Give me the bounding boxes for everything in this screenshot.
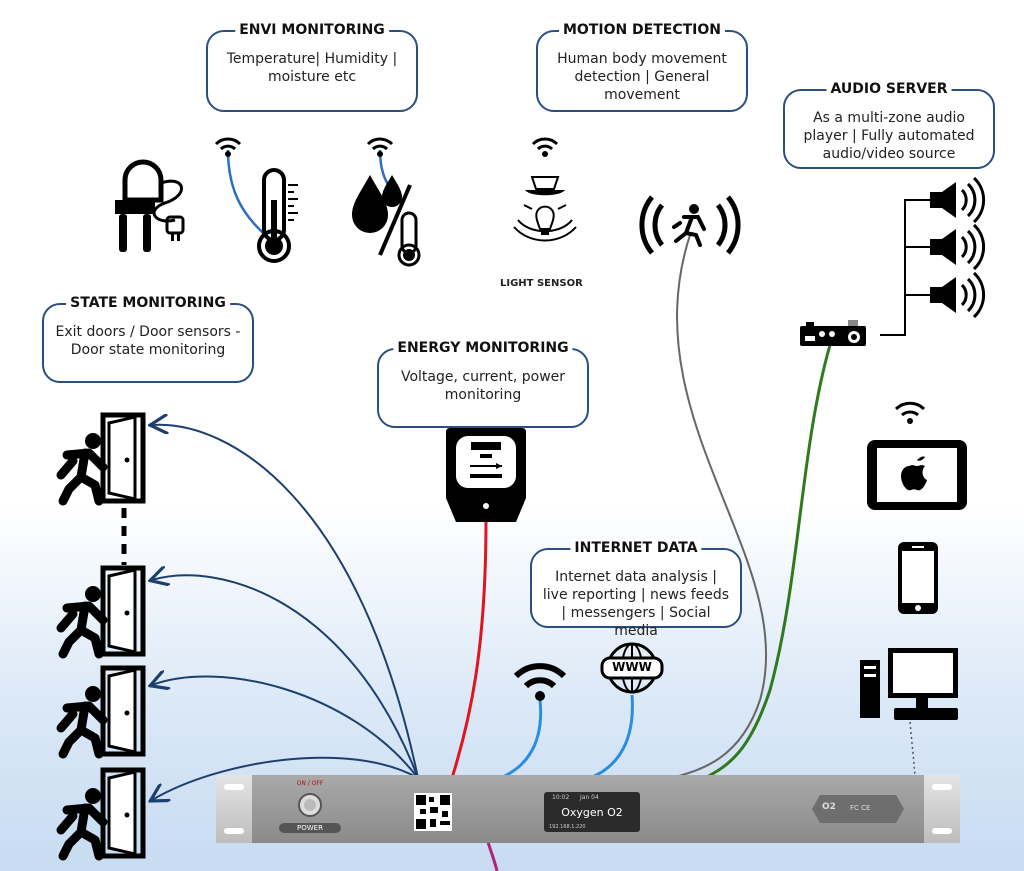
door-person-icon bbox=[56, 565, 146, 659]
audio-text: As a multi-zone audio player | Fully aut… bbox=[803, 110, 975, 162]
internet-text: Internet data analysis | live reporting … bbox=[542, 569, 730, 639]
state-box: STATE MONITORING Exit doors / Door senso… bbox=[42, 294, 254, 383]
energy-box: ENERGY MONITORING Voltage, current, powe… bbox=[377, 339, 589, 428]
state-text: Exit doors / Door sensors - Door state m… bbox=[55, 324, 241, 358]
energy-text: Voltage, current, power monitoring bbox=[400, 369, 566, 403]
motion-link bbox=[671, 234, 768, 779]
energy-title: ENERGY MONITORING bbox=[393, 339, 573, 357]
oxygen-rack-device: ON / OFF POWER 10:02 Jan 04 Oxygen O2 19… bbox=[216, 775, 960, 843]
badge-text: O2 bbox=[822, 802, 836, 812]
rack-graphic bbox=[216, 775, 960, 843]
audio-box: AUDIO SERVER As a multi-zone audio playe… bbox=[783, 80, 995, 169]
door-link-1 bbox=[152, 425, 419, 779]
envi-title: ENVI MONITORING bbox=[235, 21, 389, 39]
envi-text: Temperature| Humidity | moisture etc bbox=[226, 51, 398, 85]
audio-link bbox=[704, 344, 832, 780]
envi-box: ENVI MONITORING Temperature| Humidity | … bbox=[206, 21, 418, 112]
www-label: WWW bbox=[612, 660, 652, 674]
cert-text: FC CE bbox=[850, 804, 871, 812]
screen-date: Jan 04 bbox=[580, 794, 599, 801]
power-label: POWER bbox=[297, 824, 323, 832]
computer-link bbox=[909, 721, 916, 779]
energy-link bbox=[450, 519, 488, 779]
speaker-bracket bbox=[880, 199, 930, 336]
door-link-3 bbox=[152, 677, 419, 779]
qr-code-icon bbox=[414, 793, 452, 831]
www-link bbox=[589, 694, 634, 780]
screen-title: Oxygen O2 bbox=[561, 806, 623, 819]
motion-text: Human body movement detection | General … bbox=[557, 51, 727, 103]
audio-title: AUDIO SERVER bbox=[826, 80, 952, 98]
door-icons bbox=[56, 412, 146, 861]
power-top-label: ON / OFF bbox=[296, 780, 324, 787]
internet-box: INTERNET DATA Internet data analysis | l… bbox=[530, 539, 742, 639]
motion-box: MOTION DETECTION Human body movement det… bbox=[536, 21, 748, 112]
light-sensor-label: LIGHT SENSOR bbox=[500, 278, 583, 289]
internet-title: INTERNET DATA bbox=[570, 539, 702, 557]
wifi-link bbox=[499, 699, 543, 780]
motion-title: MOTION DETECTION bbox=[558, 21, 726, 39]
screen-time: 10:02 bbox=[552, 794, 570, 801]
door-link-4 bbox=[152, 756, 419, 800]
bottom-link bbox=[486, 841, 499, 871]
door-person-icon bbox=[56, 412, 146, 506]
state-title: STATE MONITORING bbox=[66, 294, 230, 312]
door-person-icon bbox=[56, 767, 146, 861]
screen-ip: 192.168.1.220 bbox=[549, 824, 586, 830]
o2-badge-icon bbox=[812, 795, 904, 823]
door-link-2 bbox=[152, 575, 419, 779]
door-person-icon bbox=[56, 665, 146, 759]
